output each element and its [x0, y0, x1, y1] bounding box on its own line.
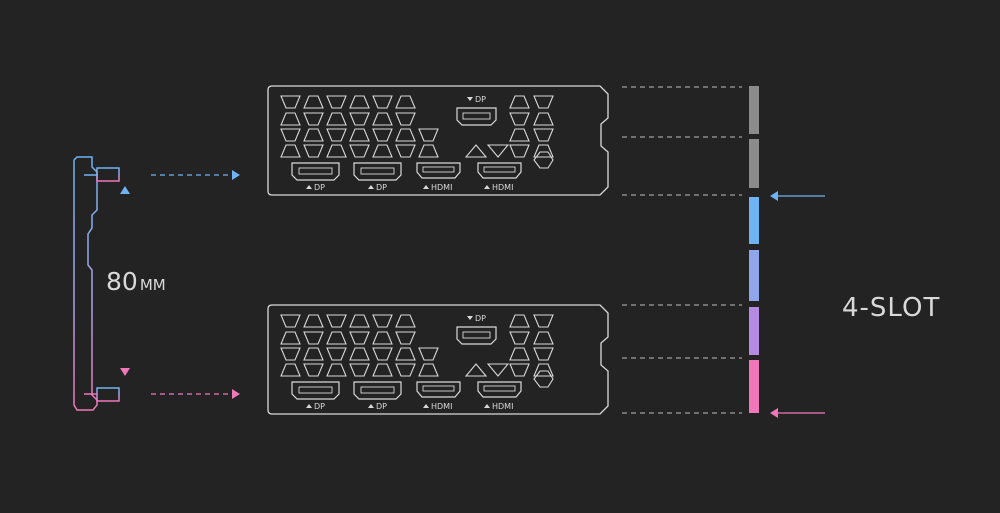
slot-span-indicator	[770, 191, 826, 418]
port-label: DP	[314, 402, 325, 411]
port-label: HDMI	[431, 402, 452, 411]
port-label: DP	[314, 183, 325, 192]
bracket-outline	[267, 304, 609, 415]
port-label: DP	[376, 402, 387, 411]
io-bracket-top: DP DP DP HDMI HDMI	[267, 85, 609, 196]
slot-bars	[749, 86, 759, 413]
io-bracket-bottom: DP DP DP HDMI HDMI	[267, 304, 609, 415]
slot-bar-4	[749, 250, 759, 301]
vent-grid	[280, 95, 554, 169]
bracket-outline	[267, 85, 609, 196]
port-hdmi-4: HDMI	[477, 162, 522, 192]
pointer-arrow-bottom	[151, 389, 240, 399]
slot-bar-1	[749, 86, 759, 134]
pointer-arrow-top	[151, 170, 240, 180]
port-dp-2: DP	[353, 381, 402, 411]
port-top-dp: DP	[456, 314, 497, 345]
port-hdmi-3: HDMI	[416, 162, 461, 192]
slot-bar-5	[749, 307, 759, 355]
port-label: DP	[475, 95, 486, 104]
port-label: DP	[376, 183, 387, 192]
port-label: DP	[475, 314, 486, 323]
port-dp-1: DP	[291, 381, 340, 411]
slot-bar-3	[749, 197, 759, 244]
port-label: HDMI	[492, 183, 513, 192]
port-top-dp: DP	[456, 95, 497, 126]
card-side-profile	[73, 156, 120, 411]
vent-grid	[280, 314, 554, 388]
port-label: HDMI	[431, 183, 452, 192]
slot-bar-6	[749, 360, 759, 413]
slot-count-label: 4-SLOT	[842, 293, 940, 323]
port-hdmi-4: HDMI	[477, 381, 522, 411]
port-hdmi-3: HDMI	[416, 381, 461, 411]
port-dp-2: DP	[353, 162, 402, 192]
slot-bar-2	[749, 139, 759, 188]
port-label: HDMI	[492, 402, 513, 411]
slot-guides	[622, 86, 742, 414]
port-dp-1: DP	[291, 162, 340, 192]
